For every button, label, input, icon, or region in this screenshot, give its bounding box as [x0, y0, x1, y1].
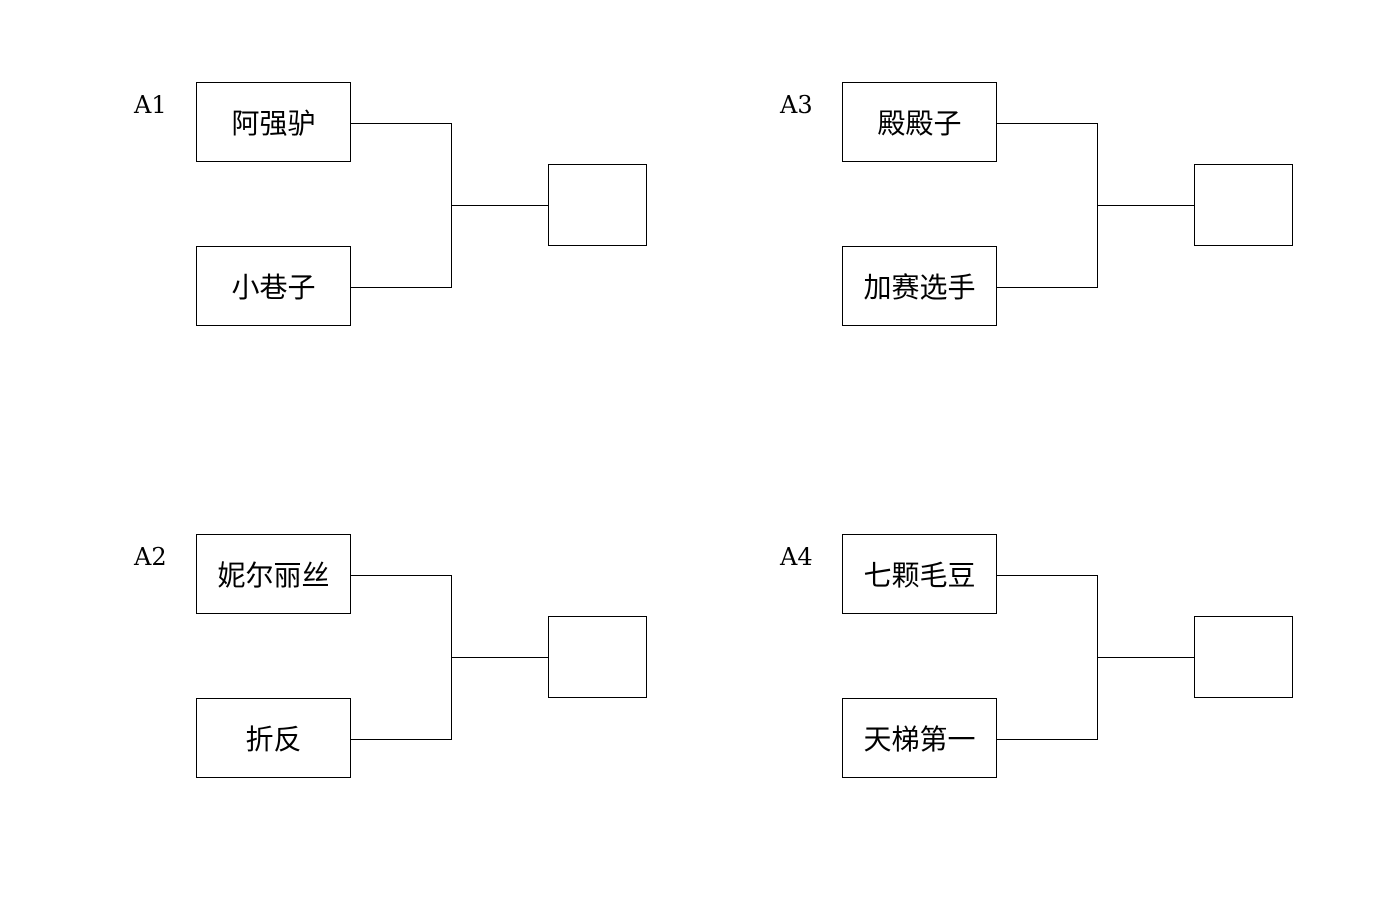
connector-line: [997, 739, 1098, 740]
bracket-a2: A2 妮尔丽丝 折反: [134, 534, 694, 794]
connector-line: [351, 287, 452, 288]
connector-line: [451, 205, 548, 206]
winner-slot[interactable]: [548, 164, 647, 246]
bracket-a1: A1 阿强驴 小巷子: [134, 82, 694, 342]
player-slot-bottom[interactable]: 天梯第一: [842, 698, 997, 778]
connector-line: [351, 575, 452, 576]
connector-line: [451, 657, 548, 658]
winner-slot[interactable]: [1194, 164, 1293, 246]
player-slot-bottom[interactable]: 加赛选手: [842, 246, 997, 326]
connector-line: [997, 123, 1098, 124]
connector-line: [1097, 657, 1194, 658]
bracket-a4: A4 七颗毛豆 天梯第一: [780, 534, 1340, 794]
connector-line: [997, 575, 1098, 576]
player-slot-top[interactable]: 阿强驴: [196, 82, 351, 162]
player-slot-top[interactable]: 妮尔丽丝: [196, 534, 351, 614]
group-label: A3: [780, 91, 813, 119]
winner-slot[interactable]: [1194, 616, 1293, 698]
bracket-a3: A3 殿殿子 加赛选手: [780, 82, 1340, 342]
connector-line: [1097, 205, 1194, 206]
winner-slot[interactable]: [548, 616, 647, 698]
connector-line: [351, 123, 452, 124]
player-slot-top[interactable]: 殿殿子: [842, 82, 997, 162]
group-label: A1: [134, 91, 167, 119]
group-label: A4: [780, 543, 813, 571]
player-slot-bottom[interactable]: 折反: [196, 698, 351, 778]
player-slot-top[interactable]: 七颗毛豆: [842, 534, 997, 614]
connector-line: [997, 287, 1098, 288]
group-label: A2: [134, 543, 167, 571]
connector-line: [351, 739, 452, 740]
player-slot-bottom[interactable]: 小巷子: [196, 246, 351, 326]
